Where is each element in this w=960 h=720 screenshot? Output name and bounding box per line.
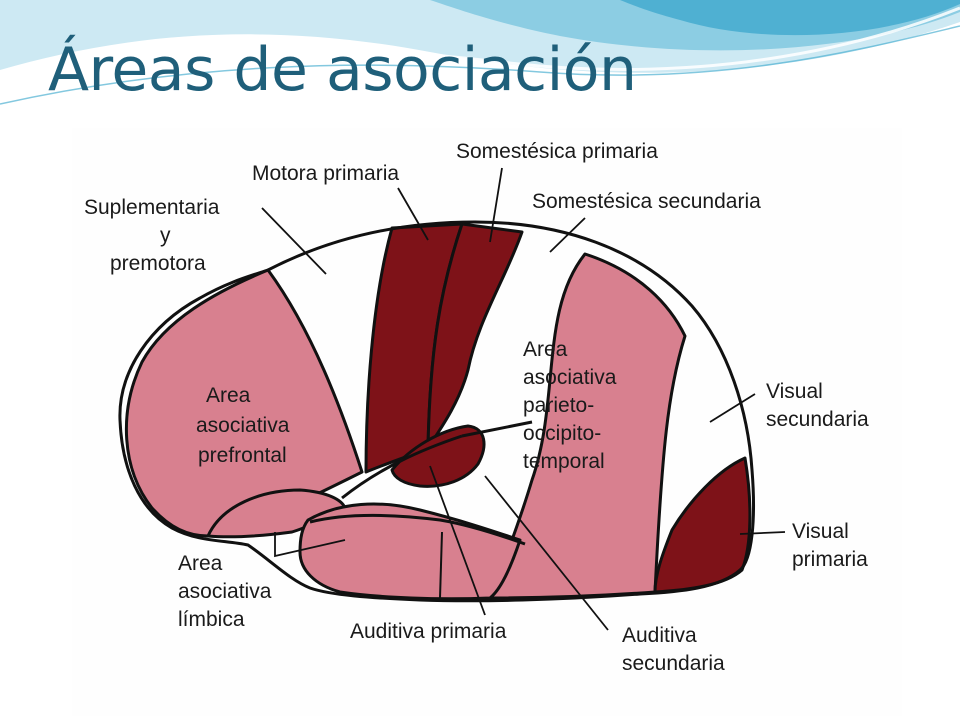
region-somatosensory-primary xyxy=(426,222,524,450)
fissure-lateral-lower xyxy=(309,513,526,546)
label-limbica-line3: límbica xyxy=(178,608,245,631)
wave-dark-band xyxy=(620,0,960,36)
label-parieto-line3: parieto- xyxy=(523,394,594,417)
label-somestesica-primaria: Somestésica primaria xyxy=(456,140,658,163)
wave-white-streak xyxy=(0,6,960,84)
label-parieto-line5: temporal xyxy=(523,450,605,473)
wave-thin-line xyxy=(0,25,960,105)
label-auditiva-primaria: Auditiva primaria xyxy=(350,620,507,643)
label-visual-secundaria-line1: Visual xyxy=(766,380,823,403)
label-auditiva-secundaria-line1: Auditiva xyxy=(622,624,697,647)
region-auditory-primary xyxy=(390,424,486,488)
leader-somestesica-secundaria xyxy=(549,217,586,253)
label-visual-primaria-line1: Visual xyxy=(792,520,849,543)
leader-somestesica-primaria xyxy=(489,167,503,243)
label-limbica-line2: asociativa xyxy=(178,580,272,603)
leader-limbica xyxy=(274,532,346,558)
label-somestesica-secundaria: Somestésica secundaria xyxy=(532,190,761,213)
leader-visual-secundaria xyxy=(709,393,756,423)
label-visual-primaria-line2: primaria xyxy=(792,548,868,571)
leader-suplementaria xyxy=(261,207,327,275)
region-prefrontal xyxy=(124,268,364,538)
label-auditiva-secundaria-line2: secundaria xyxy=(622,652,725,675)
brain-diagram-panel: Motora primaria Somestésica primaria Som… xyxy=(72,128,902,716)
label-prefrontal-line3: prefrontal xyxy=(198,444,287,467)
brain-lateral-view-diagram: Motora primaria Somestésica primaria Som… xyxy=(84,140,869,675)
region-auditory-association xyxy=(298,502,522,601)
label-limbica-line1: Area xyxy=(178,552,223,575)
label-suplementaria-line1: Suplementaria xyxy=(84,196,220,219)
region-labels: Motora primaria Somestésica primaria Som… xyxy=(84,140,869,675)
label-suplementaria-line2: y xyxy=(160,224,171,247)
header-wave-decoration xyxy=(0,0,960,105)
label-parieto-line2: asociativa xyxy=(523,366,617,389)
label-prefrontal-line1: Area xyxy=(206,384,251,407)
region-parieto-occipito-temporal xyxy=(488,252,687,600)
label-suplementaria-line3: premotora xyxy=(110,252,206,275)
leader-visual-primaria xyxy=(739,531,786,535)
leader-auditiva-secundaria xyxy=(484,475,609,631)
label-visual-secundaria-line2: secundaria xyxy=(766,408,869,431)
label-parieto-line1: Area xyxy=(523,338,568,361)
leader-motora xyxy=(397,187,429,241)
label-parieto-line4: occipito- xyxy=(523,422,601,445)
leader-auditiva-primaria xyxy=(429,465,486,616)
label-motora-primaria: Motora primaria xyxy=(252,162,399,185)
brain-regions xyxy=(118,220,755,603)
slide-title: Áreas de asociación xyxy=(48,35,637,105)
label-prefrontal-line2: asociativa xyxy=(196,414,290,437)
sulcus-temporal xyxy=(439,531,443,599)
fissure-sylvian-top xyxy=(461,420,533,438)
fissure-lateral-upper xyxy=(341,434,463,500)
brain-outline xyxy=(118,220,755,603)
leader-lines xyxy=(261,167,786,631)
